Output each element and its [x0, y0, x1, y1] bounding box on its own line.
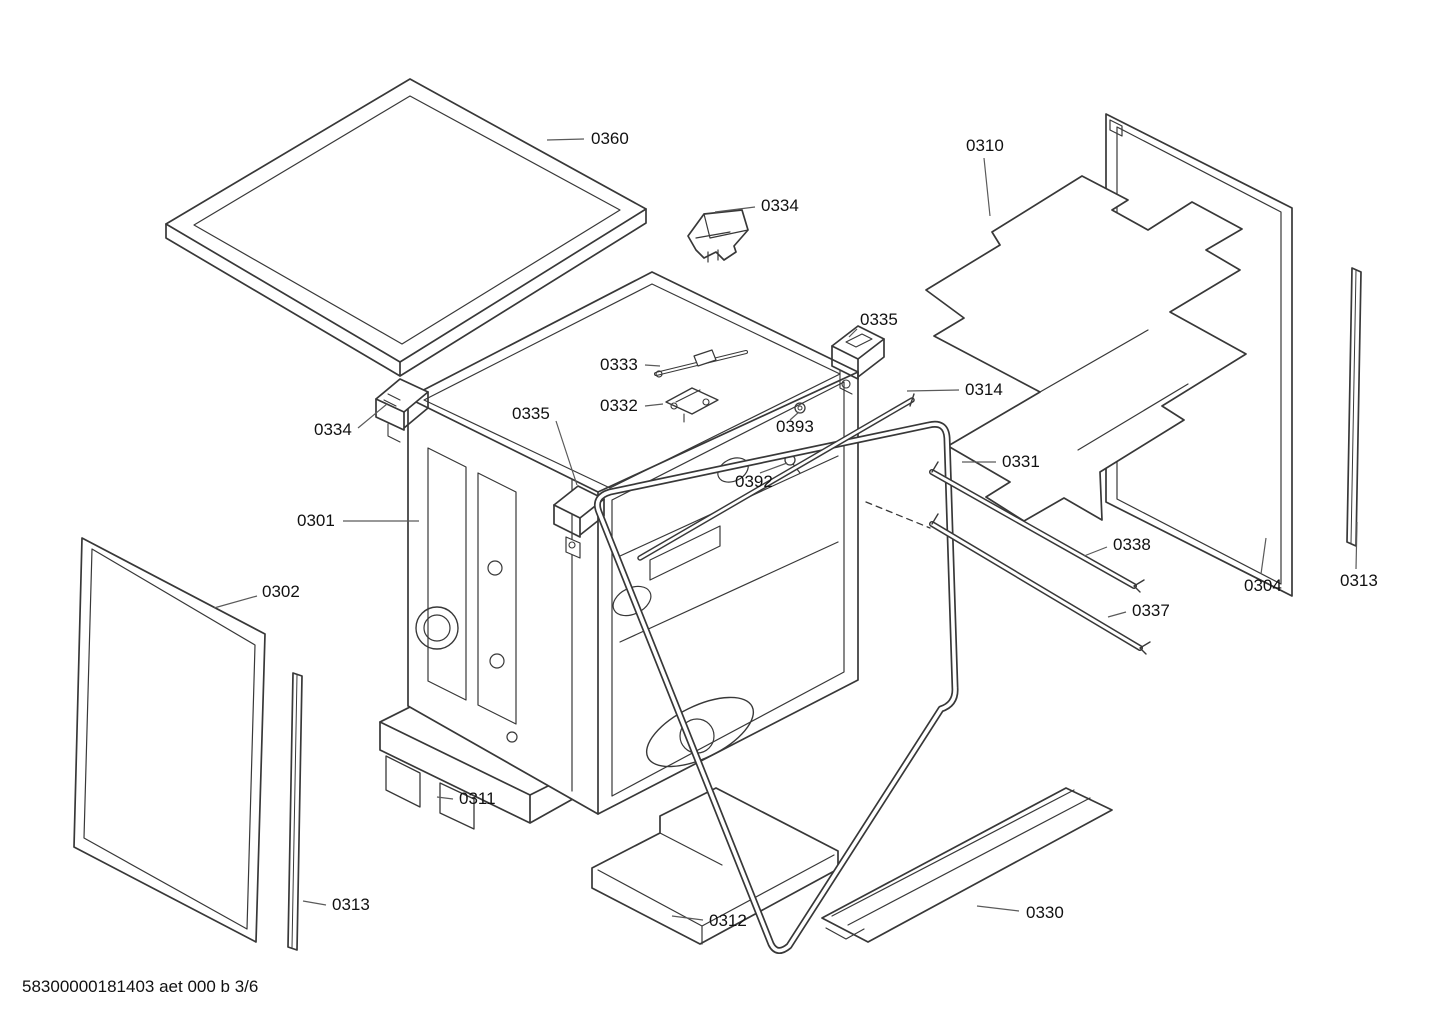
part-label-0304: 0304 — [1244, 576, 1282, 595]
part-label-0302: 0302 — [262, 582, 300, 601]
part-label-0392: 0392 — [735, 472, 773, 491]
part-label-0334: 0334 — [314, 420, 352, 439]
part-0330-base-rail — [821, 787, 1113, 943]
part-label-0333: 0333 — [600, 355, 638, 374]
part-0312-bottom-insulation — [591, 787, 839, 945]
part-label-0313: 0313 — [1340, 571, 1378, 590]
part-label-0301: 0301 — [297, 511, 335, 530]
part-0338-rail-upper — [929, 461, 1145, 593]
part-0332-latch-bracket — [665, 387, 719, 423]
document-number: 58300000181403 aet 000 b 3/6 — [22, 977, 259, 996]
part-0337-rail-lower — [929, 513, 1151, 655]
part-label-0337: 0337 — [1132, 601, 1170, 620]
part-0393-fastener — [794, 402, 806, 414]
part-label-0310: 0310 — [966, 136, 1004, 155]
part-0333-latch-rail — [654, 349, 748, 378]
part-label-0330: 0330 — [1026, 903, 1064, 922]
part-0313-strip-left — [287, 672, 303, 951]
part-label-0393: 0393 — [776, 417, 814, 436]
part-0360-worktop — [165, 78, 647, 377]
part-label-0312: 0312 — [709, 911, 747, 930]
part-label-0360: 0360 — [591, 129, 629, 148]
part-label-0332: 0332 — [600, 396, 638, 415]
part-label-0313: 0313 — [332, 895, 370, 914]
part-label-0335: 0335 — [860, 310, 898, 329]
part-label-0311: 0311 — [459, 789, 496, 808]
part-0314-trim-strip — [637, 393, 915, 561]
part-0331-door-frame — [593, 420, 959, 954]
part-0310-insulation-mat — [925, 175, 1247, 522]
assembly-dashed-line — [865, 501, 931, 529]
part-label-0314: 0314 — [965, 380, 1003, 399]
part-0301-tub — [407, 271, 859, 815]
part-0335-hinge-middle — [553, 485, 605, 559]
part-label-0331: 0331 — [1002, 452, 1040, 471]
part-label-0334: 0334 — [761, 196, 799, 215]
part-label-0338: 0338 — [1113, 535, 1151, 554]
part-0302-side-panel — [73, 537, 266, 943]
part-label-0335: 0335 — [512, 404, 550, 423]
